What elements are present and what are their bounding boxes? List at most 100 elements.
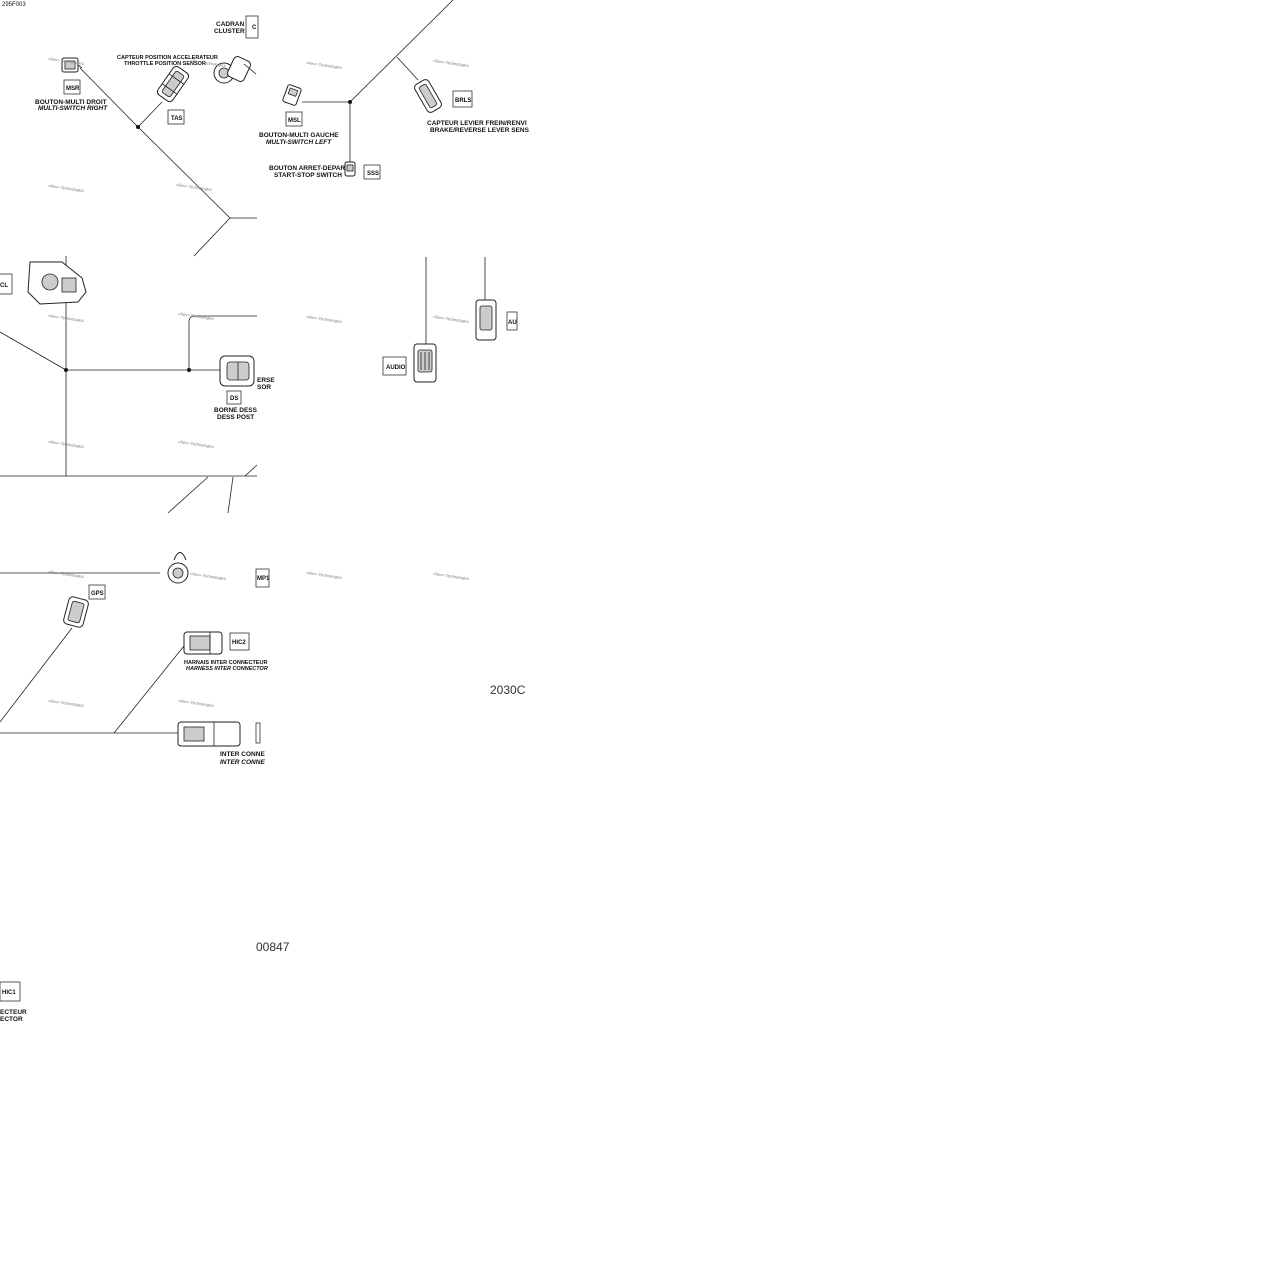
svg-text:MSL: MSL [288,118,301,124]
throttle-position-sensor-label: CAPTEUR POSITION ACCELERATEUR THROTTLE P… [117,55,218,67]
svg-text:HARNESS INTER CONNECTOR: HARNESS INTER CONNECTOR [186,666,268,672]
brls-code-box: BRLS [452,90,473,108]
dess-post-label: BORNE DESS DESS POST [214,407,258,421]
brake-reverse-lever-sensor-label: CAPTEUR LEVIER FREIN/RENVI BRAKE/REVERSE… [427,120,530,134]
right-code-box: AU [506,311,518,331]
cluster-code-box: C [245,15,259,39]
watermark: «Rev» Technologies [306,60,342,70]
msl-code-box: MSL [285,111,303,127]
multi-switch-right-connector [61,57,83,73]
hic1-partial-label: ECTEUR ECTOR [0,1009,27,1023]
gps-lamp-connector [167,552,189,584]
reverse-sensor-partial-label: ERSE SOR [257,377,275,391]
watermark: «Rev» Technologies [306,314,342,324]
harness-inter-connector-label: HARNAIS INTER CONNECTEUR HARNESS INTER C… [184,660,268,672]
svg-text:MULTI-SWITCH LEFT: MULTI-SWITCH LEFT [266,139,332,146]
multi-switch-left-connector [282,84,302,106]
part-number-bottom: 00847 [256,940,290,954]
ecm-connector [27,261,87,305]
svg-text:BOUTON-MULTI DROIT: BOUTON-MULTI DROIT [35,99,107,106]
part-number-right: 2030C [490,683,526,697]
watermark: «Rev» Technologies [48,313,84,323]
svg-text:START-STOP SWITCH: START-STOP SWITCH [274,172,342,179]
svg-text:DESS POST: DESS POST [217,414,254,421]
ds-code-box: DS [226,390,242,405]
svg-text:BOUTON-MULTI GAUCHE: BOUTON-MULTI GAUCHE [259,132,339,139]
svg-text:INTER CONNE: INTER CONNE [220,759,265,766]
figure-id: 295F003 [2,2,26,8]
hic1-code-box: HIC1 [0,981,21,1002]
watermark: «Rev» Technologies [190,58,226,68]
svg-text:TAS: TAS [171,116,183,122]
gps-connector [63,596,89,628]
hic2-connector [183,631,223,655]
svg-text:CL: CL [0,283,8,289]
svg-text:HIC2: HIC2 [232,640,246,646]
inter-connector-label: INTER CONNE INTER CONNE [220,751,265,766]
mp1-code-box: MP1 [255,568,270,588]
watermark: «Rev» Technologies [190,571,226,581]
watermark: «Rev» Technologies [306,570,342,580]
junction-dots [64,100,352,372]
ecm-code-box: CL [0,273,13,295]
watermark: «Rev» Technologies [48,56,84,66]
gps-code-box: GPS [88,584,106,600]
inter-connector [177,721,241,747]
inter-connector-code-box [255,722,261,744]
multi-switch-left-label: BOUTON-MULTI GAUCHE MULTI-SWITCH LEFT [259,132,339,146]
right-audio-connector [475,299,497,341]
watermark: «Rev» Technologies [178,311,214,321]
hic2-code-box: HIC2 [229,632,250,651]
audio-connector [413,343,437,383]
watermark: «Rev» Technologies [48,183,84,193]
watermark: «Rev» Technologies [433,314,469,324]
watermark: «Rev» Technologies [178,698,214,708]
watermark: «Rev» Technologies [433,571,469,581]
svg-text:GPS: GPS [91,591,104,597]
svg-text:MULTI-SWITCH RIGHT: MULTI-SWITCH RIGHT [38,105,108,112]
start-stop-switch-label: BOUTON ARRET-DEPART START-STOP SWITCH [269,165,349,179]
svg-text:THROTTLE POSITION SENSOR: THROTTLE POSITION SENSOR [124,61,206,67]
svg-text:BOUTON ARRET-DEPART: BOUTON ARRET-DEPART [269,165,349,172]
svg-text:CLUSTER: CLUSTER [214,28,245,35]
svg-text:CADRAN: CADRAN [216,21,244,28]
watermark: «Rev» Technologies [48,569,84,579]
multi-switch-right-label: BOUTON-MULTI DROIT MULTI-SWITCH RIGHT [35,99,108,112]
svg-text:AUDIO: AUDIO [386,365,406,371]
audio-code-box: AUDIO [382,356,407,376]
watermark: «Rev» Technologies [433,58,469,68]
sss-code-box: SSS [363,164,381,180]
watermark: «Rev» Technologies [178,439,214,449]
svg-text:SOR: SOR [257,384,271,391]
msr-code-box: MSR [63,79,81,95]
watermark: «Rev» Technologies [48,439,84,449]
svg-text:BRAKE/REVERSE LEVER SENS: BRAKE/REVERSE LEVER SENS [430,127,530,134]
cluster-connector [213,56,257,84]
svg-text:BORNE DESS: BORNE DESS [214,407,258,414]
svg-text:HIC1: HIC1 [2,990,16,996]
svg-text:CAPTEUR POSITION ACCELERATEUR: CAPTEUR POSITION ACCELERATEUR [117,55,218,61]
svg-text:ECTEUR: ECTEUR [0,1009,27,1016]
svg-text:BRLS: BRLS [455,98,471,104]
svg-text:SSS: SSS [367,171,379,177]
start-stop-switch-connector [344,161,356,177]
svg-text:INTER CONNE: INTER CONNE [220,751,265,758]
svg-text:ERSE: ERSE [257,377,275,384]
watermarks: «Rev» Technologies «Rev» Technologies «R… [48,56,469,708]
svg-text:DS: DS [230,396,238,402]
svg-text:C: C [252,25,257,31]
throttle-position-sensor-connector [156,65,190,103]
svg-text:HARNAIS INTER CONNECTEUR: HARNAIS INTER CONNECTEUR [184,660,267,666]
watermark: «Rev» Technologies [176,182,212,192]
svg-text:AU: AU [508,320,517,326]
svg-text:MP1: MP1 [257,576,270,582]
svg-text:ECTOR: ECTOR [0,1016,23,1023]
watermark: «Rev» Technologies [48,698,84,708]
tas-code-box: TAS [167,109,185,125]
svg-text:CAPTEUR LEVIER FREIN/RENVI: CAPTEUR LEVIER FREIN/RENVI [427,120,527,127]
svg-text:MSR: MSR [66,86,80,92]
dess-post-connector [219,355,255,387]
cluster-label: CADRAN CLUSTER [214,21,245,35]
brake-reverse-lever-sensor-connector [414,79,442,113]
